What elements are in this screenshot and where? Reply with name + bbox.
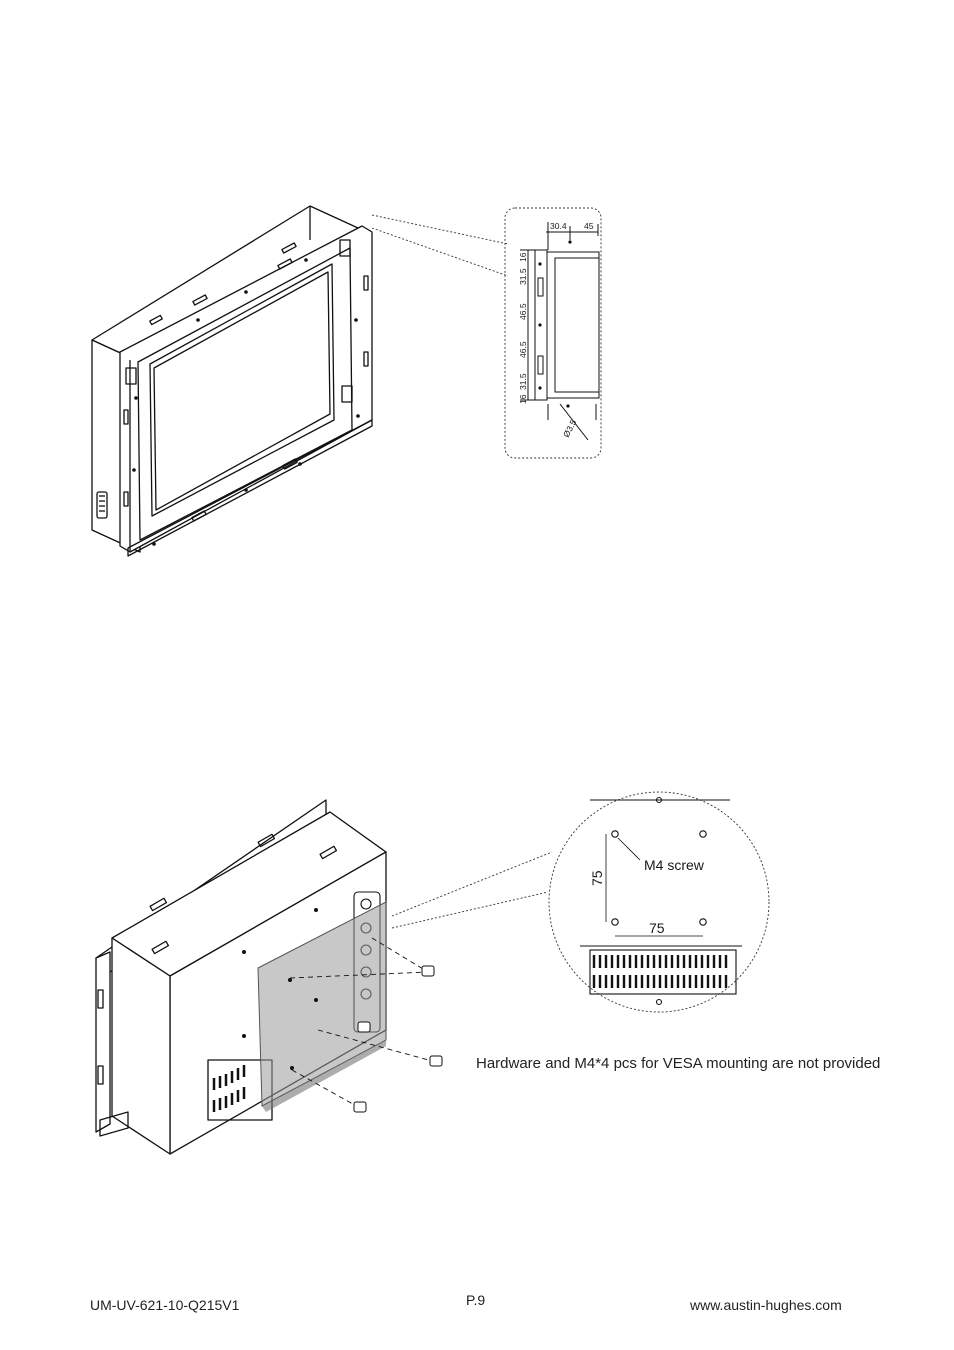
vesa-hardware-note: Hardware and M4*4 pcs for VESA mounting … bbox=[476, 1055, 881, 1072]
dim-label-31-5-bottom: 31.5 bbox=[518, 373, 528, 390]
dim-label-16-top: 16 bbox=[518, 252, 528, 262]
footer-website[interactable]: www.austin-hughes.com bbox=[690, 1297, 842, 1313]
m4-screw-label: M4 screw bbox=[644, 857, 705, 873]
dim-label-16-bottom: 16 bbox=[518, 394, 528, 404]
dim-label-46-5-top: 46.5 bbox=[518, 303, 528, 320]
vesa-horizontal-dim-label: 75 bbox=[649, 920, 665, 936]
dim-label-46-5-bottom: 46.5 bbox=[518, 341, 528, 358]
figure1-open-frame-drawing: 30.4 45 16 31.5 46.5 46.5 31.5 16 Ø3.5 bbox=[91, 205, 602, 557]
footer-page-number: P.9 bbox=[466, 1292, 486, 1308]
dim-label-30-4: 30.4 bbox=[550, 221, 567, 231]
dim-label-45: 45 bbox=[584, 221, 594, 231]
footer-doc-id: UM-UV-621-10-Q215V1 bbox=[90, 1297, 240, 1313]
dim-label-31-5-top: 31.5 bbox=[518, 268, 528, 285]
vesa-vertical-dim-label: 75 bbox=[589, 870, 605, 886]
